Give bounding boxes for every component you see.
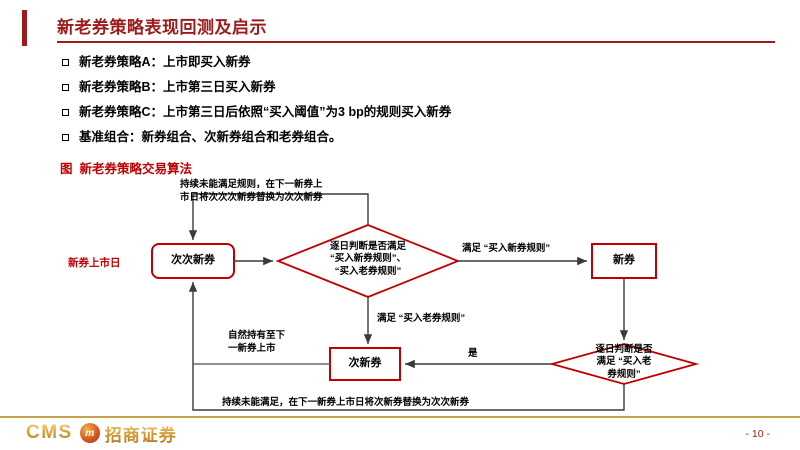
figure-caption: 图新老券策略交易算法 [60, 158, 192, 177]
company-logo: CMS 招商证券 [26, 421, 177, 445]
node-box-xinquan-shape [591, 243, 657, 279]
hold-line-2: 一新券上市 [228, 342, 276, 354]
top-loop-line-1: 持续未能满足规则，在下一新券上 [180, 179, 323, 190]
footer-divider [0, 416, 800, 418]
edge-label-to-cixinquan: 满足 “买入老券规则” [377, 313, 466, 324]
logo-text-cn: 招商证券 [105, 421, 177, 446]
edge-label-hold: 自然持有至下 一新券上市 [228, 330, 285, 356]
logo-emblem-icon [79, 423, 100, 443]
logo-text-en: CMS [26, 422, 73, 443]
node-label-cixinquan: 次新券 [348, 357, 382, 369]
decision-main-line-1: 逐日判断是否满足 [329, 241, 406, 252]
page-number: - 10 - [745, 428, 770, 440]
decision-right-line-3: 券规则” [607, 368, 641, 380]
edge-top-loop [188, 193, 369, 240]
side-label-listing-day: 新券上市日 [68, 257, 121, 269]
node-label-xinquan: 新券 [613, 254, 635, 266]
square-bullet-icon [62, 59, 69, 66]
flowchart-diagram: 次次新券 新券 次新券 逐日判断是否满足 “买入新券规则”、 “买入老券规则” … [0, 172, 800, 422]
bullet-text: 新老券策略A：上市即买入新券 [79, 55, 251, 69]
title-accent-bar [22, 10, 27, 46]
hold-line-1: 自然持有至下 [228, 330, 286, 341]
bullet-text: 基准组合：新券组合、次新券组合和老券组合。 [79, 130, 342, 144]
figure-caption-text: 新老券策略交易算法 [79, 162, 193, 176]
title-divider [57, 41, 775, 43]
decision-right-line-2: 满足 “买入老 [596, 356, 652, 368]
decision-main-line-3: “买入老券规则” [334, 265, 402, 277]
list-item: 新老券策略C：上市第三日后依照“买入阈值”为3 bp的规则买入新券 [62, 100, 762, 125]
decision-right-line-1: 逐日判断是否 [595, 344, 653, 355]
bullet-text: 新老券策略C：上市第三日后依照“买入阈值”为3 bp的规则买入新券 [79, 105, 452, 119]
edge-label-bottom-loop: 持续未能满足，在下一新券上市日将次新券替换为次次新券 [222, 397, 470, 408]
figure-label: 图 [60, 162, 73, 176]
square-bullet-icon [62, 134, 69, 141]
list-item: 新老券策略B：上市第三日买入新券 [62, 75, 762, 100]
top-loop-line-2: 市日将次次次新券替换为次次新券 [180, 191, 323, 203]
node-label-cicixinquan: 次次新券 [171, 254, 215, 266]
edge-label-to-xinquan: 满足 “买入新券规则” [462, 243, 551, 254]
edge-label-top-loop: 持续未能满足规则，在下一新券上 市日将次次次新券替换为次次新券 [180, 179, 323, 205]
decision-label-main: 逐日判断是否满足 “买入新券规则”、 “买入老券规则” [288, 241, 448, 278]
edge-bottom-loop [188, 282, 625, 411]
bullet-text: 新老券策略B：上市第三日买入新券 [79, 80, 276, 94]
decision-label-right: 逐日判断是否 满足 “买入老 券规则” [569, 344, 679, 381]
square-bullet-icon [62, 84, 69, 91]
list-item: 基准组合：新券组合、次新券组合和老券组合。 [62, 125, 762, 150]
decision-main-line-2: “买入新券规则”、 [329, 253, 406, 265]
bullet-list: 新老券策略A：上市即买入新券 新老券策略B：上市第三日买入新券 新老券策略C：上… [62, 50, 762, 150]
page-title: 新老券策略表现回测及启示 [57, 18, 267, 37]
flowchart-canvas [151, 193, 700, 411]
edge-label-yes: 是 [468, 348, 478, 359]
list-item: 新老券策略A：上市即买入新券 [62, 50, 762, 75]
square-bullet-icon [62, 109, 69, 116]
